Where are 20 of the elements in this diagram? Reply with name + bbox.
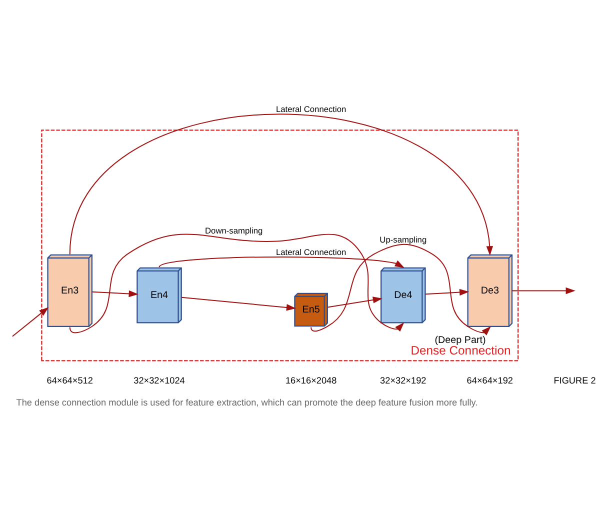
label: 32×32×192 bbox=[380, 376, 426, 386]
edge-label: Lateral Connection bbox=[276, 246, 346, 257]
arrow bbox=[327, 296, 383, 308]
arrow bbox=[158, 256, 404, 268]
label: 64×64×192 bbox=[466, 376, 513, 386]
edge-label: Lateral Connection bbox=[276, 104, 346, 114]
edge-label: Up-sampling bbox=[380, 234, 427, 245]
label: FIGURE 2 bbox=[554, 376, 596, 386]
caption: The dense connection module is used for feature extraction, which can promote the deep feature fusion more fully. bbox=[16, 397, 478, 408]
label: 16×16×2048 bbox=[285, 376, 337, 386]
arrow bbox=[512, 287, 576, 294]
arrow bbox=[69, 114, 494, 256]
arrow bbox=[69, 234, 404, 334]
label: 32×32×1024 bbox=[134, 376, 185, 386]
label: 64×64×512 bbox=[46, 376, 93, 386]
arrow bbox=[92, 290, 138, 298]
arrow bbox=[12, 307, 49, 337]
arrow bbox=[181, 296, 296, 311]
arrow bbox=[424, 288, 470, 296]
edge-label: Down-sampling bbox=[205, 225, 263, 236]
